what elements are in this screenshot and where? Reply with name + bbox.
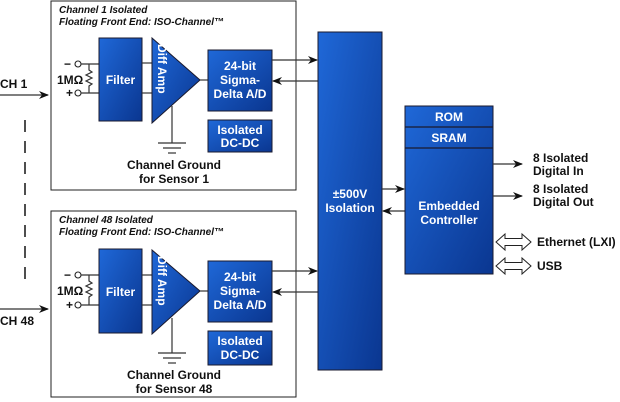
sram-label: SRAM — [431, 131, 466, 145]
ch48-ground-icon — [158, 352, 186, 364]
channel-1-title-line1: Channel 1 Isolated — [59, 5, 148, 16]
usb-label: USB — [537, 259, 563, 273]
ch1-input-label: CH 1 — [0, 77, 28, 91]
ch48-diff-amp-label: Diff Amp — [155, 256, 169, 306]
ch1-plus-terminal-label: + — [66, 86, 73, 100]
ch48-ground-label-line2: for Sensor 48 — [136, 382, 213, 396]
digital-in-label-line1: 8 Isolated — [533, 151, 588, 165]
ethernet-label: Ethernet (LXI) — [537, 235, 616, 249]
digital-out-label-line2: Digital Out — [533, 195, 594, 209]
ch48-adc-line2: Sigma- — [220, 284, 260, 298]
ch1-diff-amp-block — [151, 36, 201, 125]
isolation-label-line2: Isolation — [325, 201, 374, 215]
ch1-ground-icon — [158, 142, 186, 154]
embedded-controller-group: ROM SRAM Embedded Controller — [404, 105, 494, 275]
ch1-diff-amp-label: Diff Amp — [155, 44, 169, 94]
ch48-ground-label-line1: Channel Ground — [127, 368, 221, 382]
channel-1-group: CH 1 Channel 1 Isolated Floating Front E… — [0, 0, 318, 191]
ch1-ground-label-line1: Channel Ground — [127, 158, 221, 172]
channel-48-title-line2: Floating Front End: ISO-Channel™ — [59, 227, 224, 238]
ch48-dcdc-block — [207, 330, 273, 366]
ch1-adc-line1: 24-bit — [224, 59, 256, 73]
ch48-diff-amp-block — [151, 248, 201, 336]
ch1-adc-line3: Delta A/D — [214, 87, 267, 101]
rom-label: ROM — [435, 110, 463, 124]
ch48-input-label: CH 48 — [0, 314, 34, 328]
ch1-dcdc-line1: Isolated — [217, 123, 262, 137]
ch48-resistor-label: 1MΩ — [57, 284, 84, 298]
ch1-adc-block — [207, 49, 273, 112]
ch1-filter-block — [98, 37, 143, 122]
isolation-barrier-block — [317, 31, 383, 371]
ch1-minus-terminal — [74, 60, 82, 68]
channel-1-title-line2: Floating Front End: ISO-Channel™ — [59, 17, 224, 28]
ch48-adc-block — [207, 260, 273, 323]
ch48-adc-line1: 24-bit — [224, 270, 256, 284]
ch1-plus-terminal — [74, 89, 82, 97]
ch1-resistor-label: 1MΩ — [57, 73, 84, 87]
ch48-adc-line3: Delta A/D — [214, 298, 267, 312]
ch1-adc-line2: Sigma- — [220, 73, 260, 87]
ch48-plus-terminal — [74, 301, 82, 309]
ch1-dcdc-block — [207, 119, 273, 153]
embedded-controller-block — [404, 105, 494, 275]
ch1-minus-terminal-label: − — [64, 57, 71, 71]
ch48-filter-label: Filter — [106, 285, 136, 299]
ch1-ground-label-line2: for Sensor 1 — [139, 172, 209, 186]
ch48-dcdc-line1: Isolated — [217, 334, 262, 348]
isolation-label-line1: ±500V — [333, 187, 368, 201]
ethernet-bidirectional-arrow-icon — [495, 232, 532, 252]
ch48-dcdc-line2: DC-DC — [221, 348, 260, 362]
ch1-dcdc-line2: DC-DC — [221, 136, 260, 150]
ch48-resistor-icon — [84, 275, 94, 305]
usb-bidirectional-arrow-icon — [495, 256, 532, 276]
ch48-plus-terminal-label: + — [66, 298, 73, 312]
channel-48-group: CH 48 Channel 48 Isolated Floating Front… — [0, 210, 318, 398]
digital-in-label-line2: Digital In — [533, 164, 584, 178]
controller-label-line1: Embedded — [418, 199, 479, 213]
ch48-filter-block — [98, 248, 143, 334]
channel-48-title-line1: Channel 48 Isolated — [59, 215, 154, 226]
controller-label-line2: Controller — [420, 213, 478, 227]
ch1-filter-label: Filter — [106, 73, 136, 87]
ch48-minus-terminal-label: − — [64, 268, 71, 282]
ch48-minus-terminal — [74, 271, 82, 279]
digital-out-label-line1: 8 Isolated — [533, 182, 588, 196]
ch1-resistor-icon — [84, 64, 94, 93]
